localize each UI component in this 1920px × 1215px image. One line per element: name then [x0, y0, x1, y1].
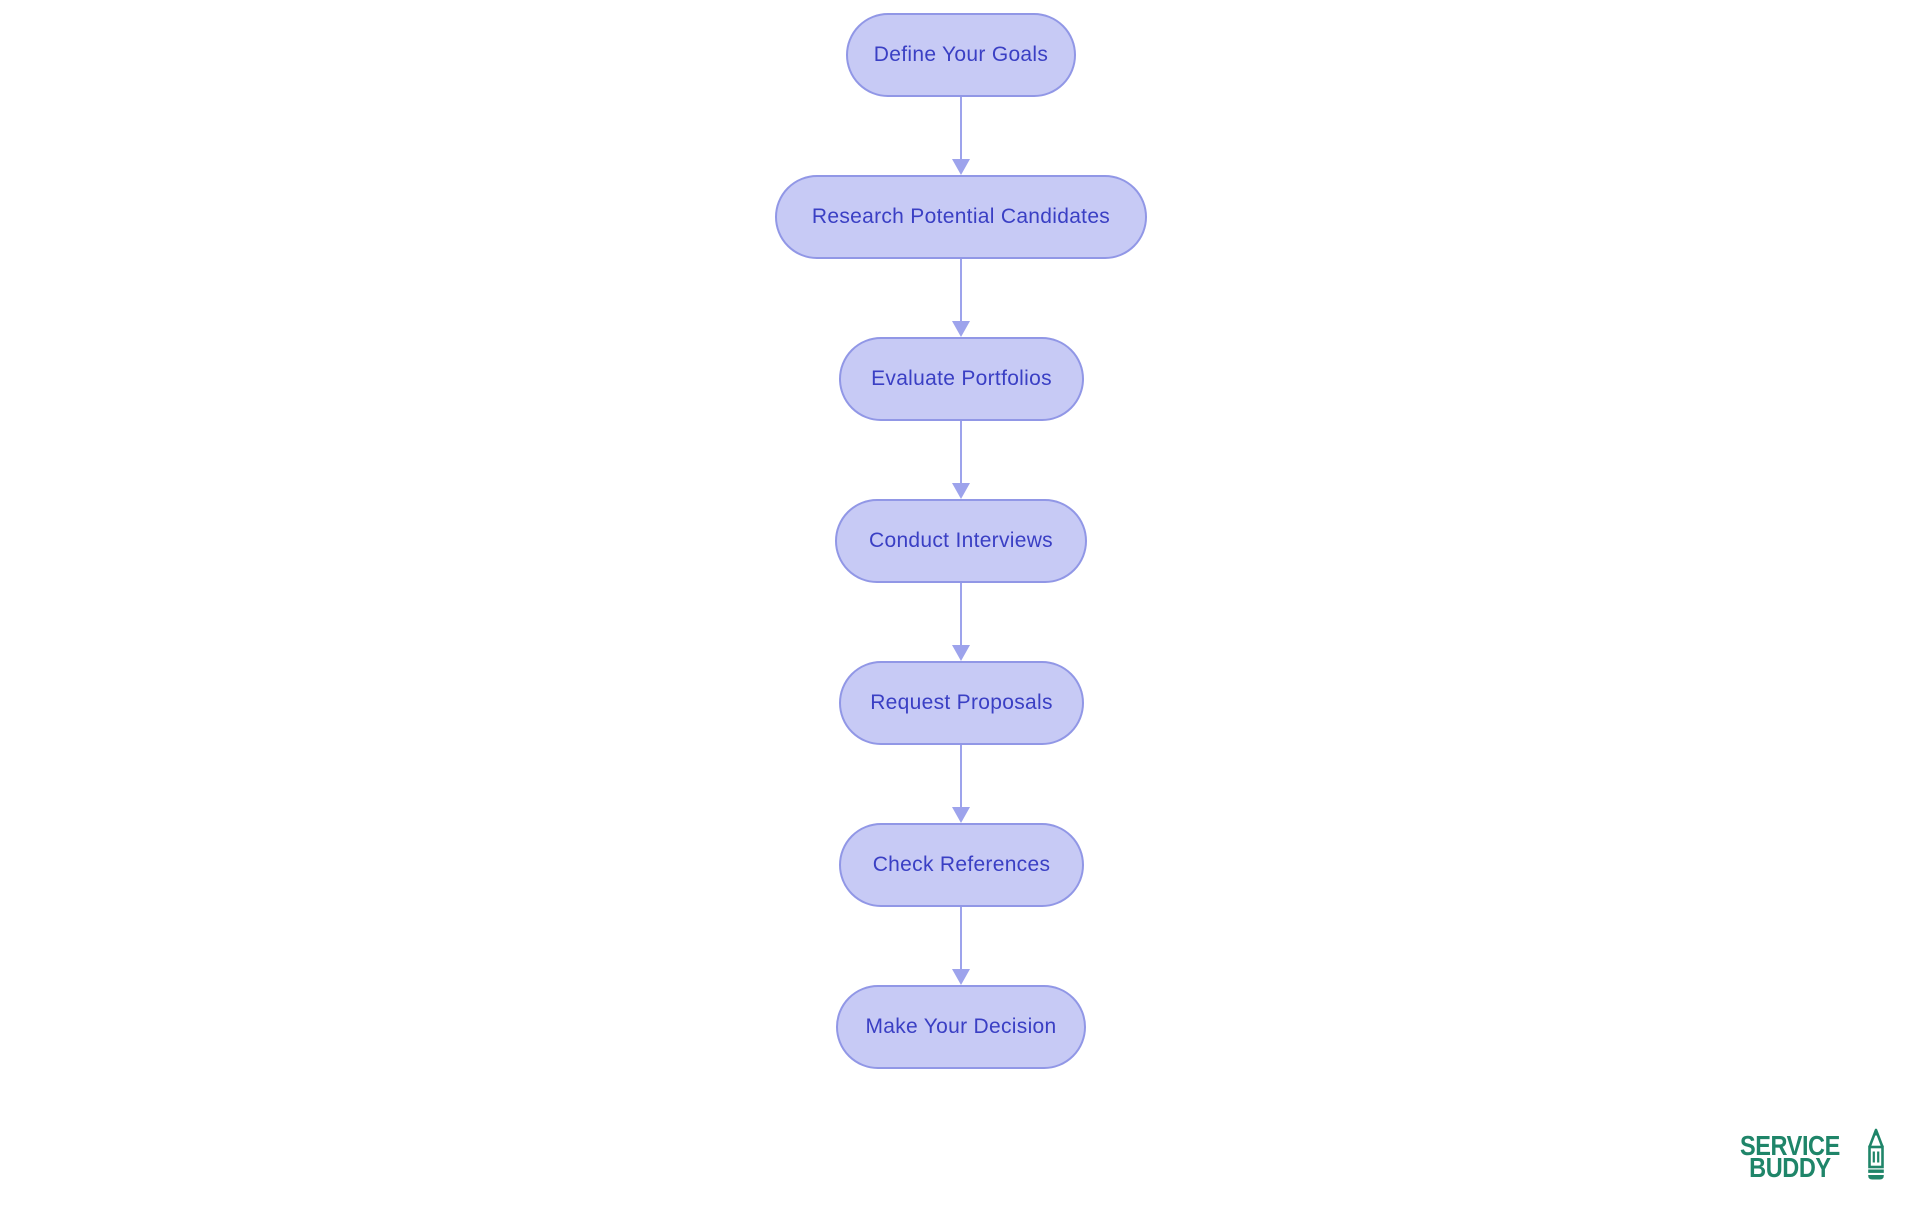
flow-node-define-goals: Define Your Goals — [846, 13, 1076, 97]
flow-node-label: Conduct Interviews — [869, 529, 1053, 552]
arrow-shaft — [960, 97, 962, 159]
arrowhead-down-icon — [952, 807, 970, 823]
arrow-shaft — [960, 583, 962, 645]
arrowhead-down-icon — [952, 159, 970, 175]
flow-node-request-proposals: Request Proposals — [839, 661, 1084, 745]
arrowhead-down-icon — [952, 645, 970, 661]
flow-node-label: Evaluate Portfolios — [871, 367, 1052, 390]
logo-line2: BUDDY — [1749, 1152, 1831, 1183]
arrow-shaft — [960, 421, 962, 483]
arrowhead-down-icon — [952, 483, 970, 499]
arrowhead-down-icon — [952, 321, 970, 337]
arrow-shaft — [960, 259, 962, 321]
flow-node-label: Check References — [872, 853, 1051, 876]
flow-node-evaluate-portfolios: Evaluate Portfolios — [839, 337, 1084, 421]
logo-line1: SERVICE — [1740, 1129, 1840, 1161]
arrow-shaft — [960, 745, 962, 807]
flow-node-make-decision: Make Your Decision — [836, 985, 1086, 1069]
flow-node-conduct-interviews: Conduct Interviews — [835, 499, 1087, 583]
flow-node-label: Research Potential Candidates — [811, 205, 1111, 228]
arrow-shaft — [960, 907, 962, 969]
service-buddy-logo: SERVICE BUDDY — [1740, 1128, 1886, 1183]
pencil-icon — [1868, 1128, 1884, 1180]
flow-node-research-candidates: Research Potential Candidates — [775, 175, 1147, 259]
flow-node-label: Define Your Goals — [873, 43, 1049, 66]
logo-wordmark: SERVICE BUDDY — [1740, 1129, 1840, 1183]
flow-node-check-references: Check References — [839, 823, 1084, 907]
flow-node-label: Make Your Decision — [865, 1015, 1057, 1038]
flow-node-label: Request Proposals — [870, 691, 1053, 714]
arrowhead-down-icon — [952, 969, 970, 985]
